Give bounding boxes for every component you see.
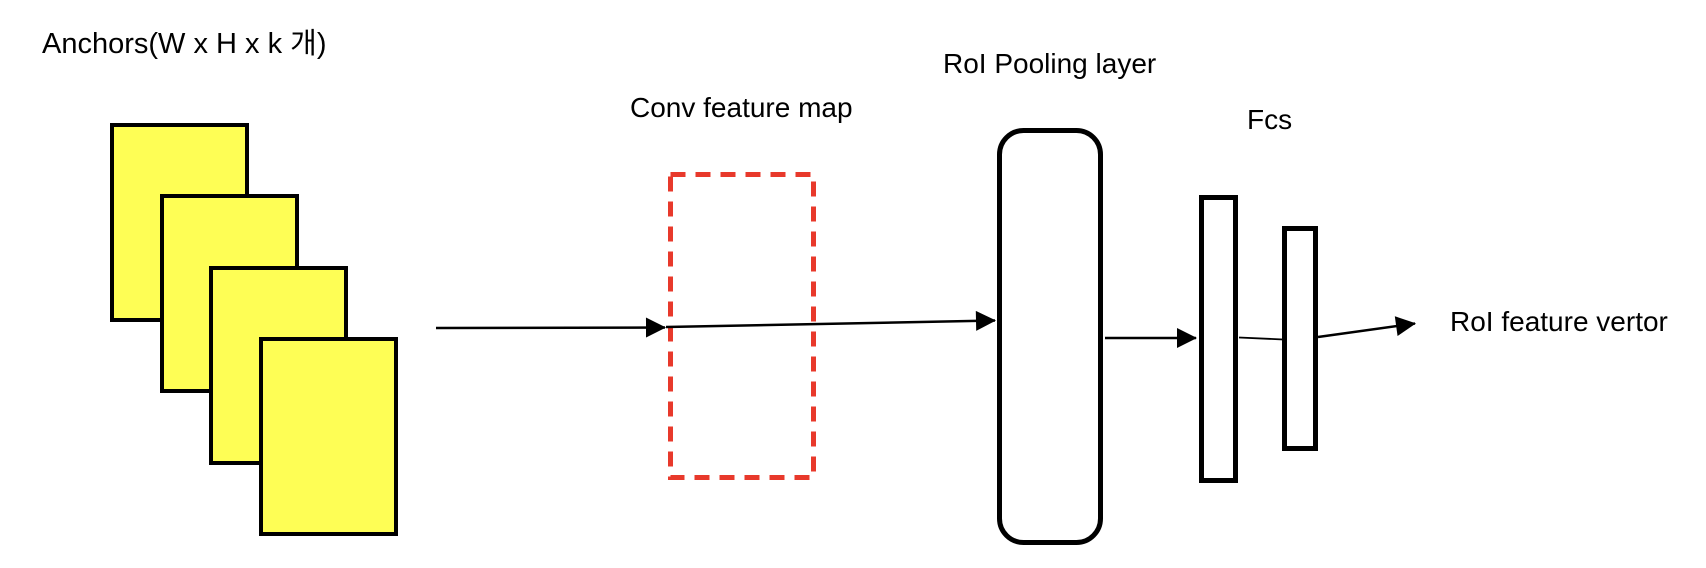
connector-fc1-to-fc2	[1238, 336, 1284, 341]
roi-pooling-label: RoI Pooling layer	[943, 48, 1157, 79]
anchors-label: Anchors(W x H x k 개)	[42, 28, 327, 60]
anchor-stack	[110, 123, 400, 538]
fc-layer-2-box	[1282, 226, 1318, 451]
arrow-fc2-to-output	[1317, 316, 1416, 339]
arrow-anchors-to-conv	[435, 317, 666, 338]
fcs-label: Fcs	[1247, 104, 1293, 135]
roi-feature-vector-label: RoI feature vertor	[1450, 306, 1668, 337]
arrow-conv-to-roipool	[665, 310, 996, 331]
anchor-box	[259, 337, 398, 536]
fc-layer-1-box	[1199, 195, 1238, 483]
roi-pooling-box	[997, 128, 1103, 545]
conv-feature-map-label: Conv feature map	[630, 92, 853, 123]
